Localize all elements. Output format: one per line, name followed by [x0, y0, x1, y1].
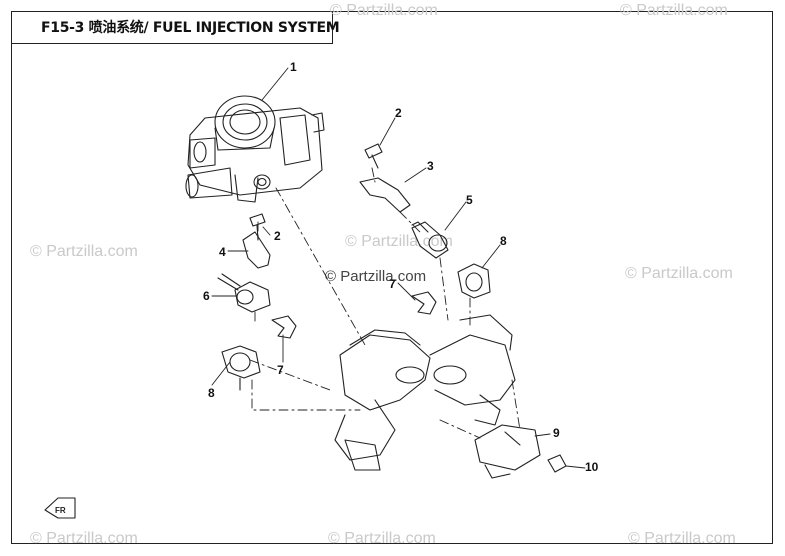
clip-part-7-left [271, 315, 297, 339]
callout-3: 3 [427, 159, 434, 173]
watermark-middle-upper: © Partzilla.com [345, 233, 453, 250]
diagram-frame [11, 11, 773, 544]
callout-7-middle: 7 [389, 277, 396, 291]
watermark-left: © Partzilla.com [30, 243, 138, 260]
bolt-part-2-upper [364, 143, 383, 169]
callout-7-left: 7 [277, 363, 284, 377]
injector-part-8-right [457, 263, 491, 299]
bolt-part-2-lower [249, 213, 266, 241]
watermark-right: © Partzilla.com [625, 265, 733, 282]
intake-manifold [334, 314, 516, 471]
watermark-top: © Partzilla.com [330, 2, 438, 19]
callout-8-right: 8 [500, 234, 507, 248]
watermark-bottom-right: © Partzilla.com [628, 530, 736, 547]
callout-4: 4 [219, 245, 226, 259]
connector-part-5 [411, 221, 449, 259]
callout-1: 1 [290, 60, 297, 74]
callout-5: 5 [466, 193, 473, 207]
injector-part-8-left [221, 345, 261, 391]
connector-part-6 [217, 273, 271, 313]
clip-part-7-middle [411, 291, 437, 315]
bracket-part-3 [359, 177, 411, 213]
watermark-bottom-left: © Partzilla.com [30, 530, 138, 547]
callout-2-lower: 2 [274, 229, 281, 243]
throttle-body-part [185, 95, 325, 203]
callout-6: 6 [203, 289, 210, 303]
bracket-part-4 [242, 231, 271, 269]
front-label: FR [55, 506, 66, 515]
title-box: F15-3 喷油系统/ FUEL INJECTION SYSTEM [11, 11, 340, 44]
sensor-part-9 [474, 424, 541, 479]
callout-2-upper: 2 [395, 106, 402, 120]
bolt-part-10 [547, 454, 567, 473]
callout-10: 10 [585, 460, 599, 474]
front-arrow-icon [44, 497, 76, 519]
watermark-bottom-middle: © Partzilla.com [328, 530, 436, 547]
callout-8-left: 8 [208, 386, 215, 400]
page-title: F15-3 喷油系统/ FUEL INJECTION SYSTEM [41, 20, 340, 36]
callout-9: 9 [553, 426, 560, 440]
watermark-center: © Partzilla.com [325, 268, 427, 285]
watermark-top-right: © Partzilla.com [620, 2, 728, 19]
